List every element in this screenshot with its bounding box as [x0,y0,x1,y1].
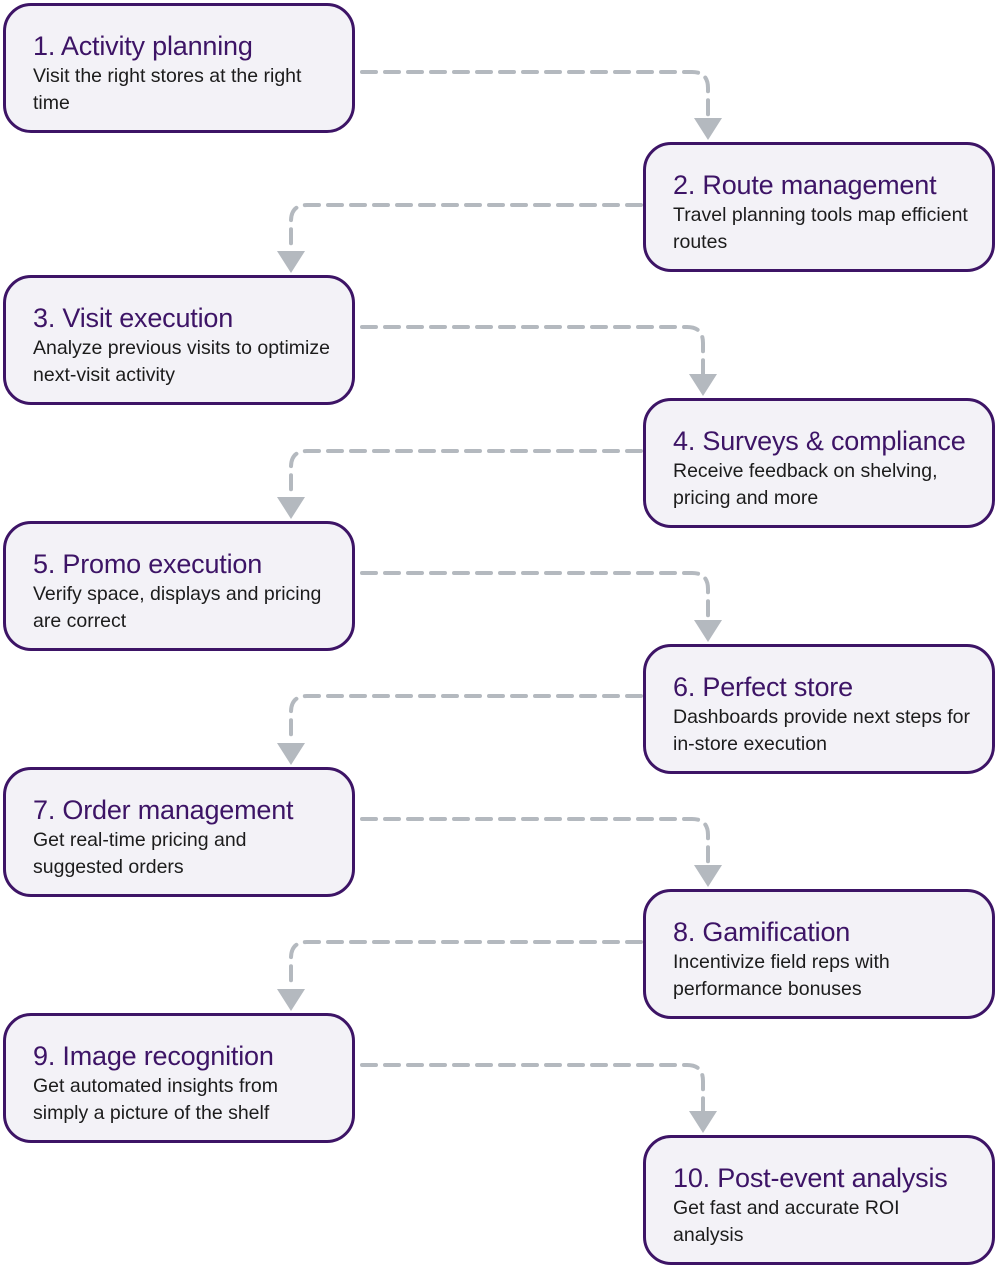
arrow-down-icon [689,374,717,396]
step-8-gamification: 8. Gamification Incentivize field reps w… [643,889,995,1019]
step-9-image-recognition: 9. Image recognition Get automated insig… [3,1013,355,1143]
step-description: Receive feedback on shelving, pricing an… [673,460,938,509]
connector-line-1-to-2 [360,70,710,120]
step-description: Incentivize field reps with performance … [673,951,890,1000]
arrow-down-icon [277,497,305,519]
connector-line-9-to-10 [360,1063,705,1113]
arrow-down-icon [277,989,305,1011]
step-description: Get real-time pricing and suggested orde… [33,829,247,878]
step-description: Travel planning tools map efficient rout… [673,204,968,253]
step-2-route-management: 2. Route management Travel planning tool… [643,142,995,272]
step-title: 5. Promo execution [33,549,263,579]
step-description: Get fast and accurate ROI analysis [673,1197,900,1246]
step-title: 7. Order management [33,795,294,825]
step-1-activity-planning: 1. Activity planning Visit the right sto… [3,3,355,133]
step-title: 10. Post-event analysis [673,1163,948,1193]
step-7-order-management: 7. Order management Get real-time pricin… [3,767,355,897]
step-title: 6. Perfect store [673,672,853,702]
step-title: 4. Surveys & compliance [673,426,966,456]
step-description: Dashboards provide next steps for in-sto… [673,706,970,755]
connector-line-6-to-7 [289,694,643,745]
step-title: 9. Image recognition [33,1041,274,1071]
step-title: 3. Visit execution [33,303,234,333]
connector-line-2-to-3 [289,203,643,253]
arrow-down-icon [694,865,722,887]
connector-line-5-to-6 [360,571,710,622]
arrow-down-icon [277,251,305,273]
step-4-surveys-compliance: 4. Surveys & compliance Receive feedback… [643,398,995,528]
step-description: Visit the right stores at the right time [33,65,302,114]
step-3-visit-execution: 3. Visit execution Analyze previous visi… [3,275,355,405]
step-description: Get automated insights from simply a pic… [33,1075,278,1124]
step-description: Analyze previous visits to optimize next… [33,337,330,386]
step-6-perfect-store: 6. Perfect store Dashboards provide next… [643,644,995,774]
step-title: 1. Activity planning [33,31,253,61]
step-5-promo-execution: 5. Promo execution Verify space, display… [3,521,355,651]
arrow-down-icon [694,620,722,642]
connector-line-7-to-8 [360,817,710,867]
step-title: 8. Gamification [673,917,851,947]
step-10-post-event-analysis: 10. Post-event analysis Get fast and acc… [643,1135,995,1265]
arrow-down-icon [694,118,722,140]
arrow-down-icon [689,1111,717,1133]
arrow-down-icon [277,743,305,765]
connector-line-3-to-4 [360,325,705,376]
connector-line-8-to-9 [289,940,643,991]
step-title: 2. Route management [673,170,937,200]
step-description: Verify space, displays and pricing are c… [33,583,322,632]
connector-line-4-to-5 [289,449,643,499]
